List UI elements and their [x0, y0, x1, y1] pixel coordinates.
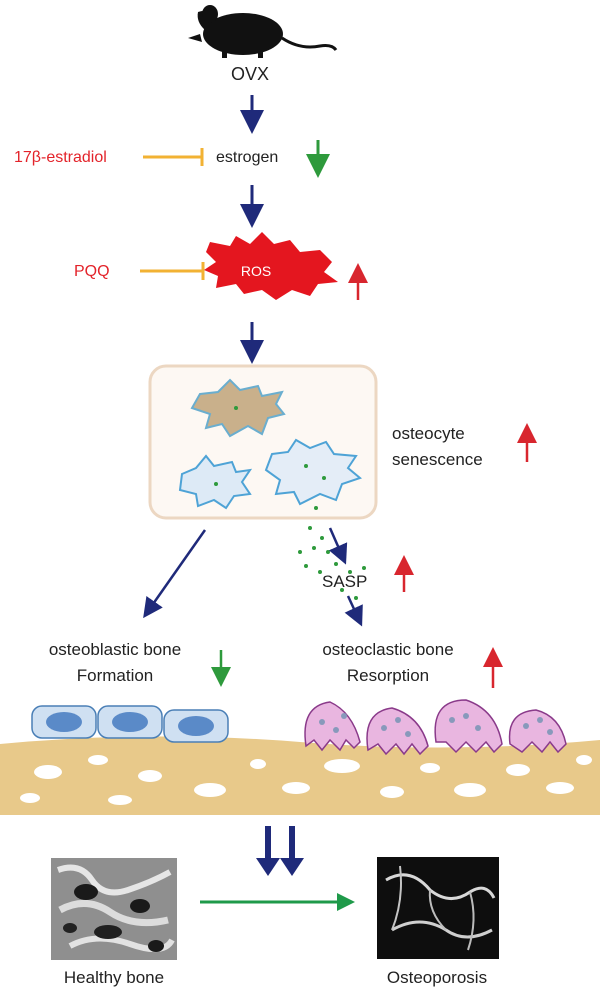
healthy-bone-image	[51, 858, 177, 960]
senescent-cell-icon	[190, 378, 286, 438]
sasp-dots	[298, 506, 366, 600]
bone-layer	[0, 736, 600, 815]
mouse-icon	[188, 5, 338, 58]
estrogen-label: estrogen	[216, 149, 278, 166]
double-down-arrow	[256, 826, 304, 876]
arrow-to-sasp	[328, 527, 348, 565]
pqq-label: PQQ	[74, 263, 110, 280]
osteoporosis-label: Osteoporosis	[387, 968, 487, 987]
osteoblastic-label-line2: Formation	[77, 666, 154, 685]
arrow-to-formation	[143, 529, 207, 619]
osteoporosis-image	[377, 857, 499, 959]
estradiol-label: 17β-estradiol	[14, 149, 107, 166]
osteoblastic-label-line1: osteoblastic bone	[49, 640, 181, 659]
osteocyte-label-line1: osteocyte	[392, 424, 465, 443]
ros-label: ROS	[241, 263, 271, 279]
healthy-bone-label: Healthy bone	[64, 968, 164, 987]
osteocyte-cell-icon	[178, 454, 253, 510]
arrow-to-resorption	[344, 595, 363, 627]
sasp-label: SASP	[322, 572, 367, 591]
osteoclast-nuclei	[319, 713, 553, 737]
osteocyte-cell-icon	[264, 438, 363, 506]
ros-burst-icon	[204, 232, 338, 300]
bone-pores	[20, 755, 592, 805]
osteocyte-label-line2: senescence	[392, 450, 483, 469]
pqq-inhibitor	[140, 262, 205, 280]
estradiol-inhibitor	[143, 148, 204, 166]
osteocyte-box	[148, 364, 378, 520]
osteoblast-cells	[31, 705, 229, 743]
osteoclast-cells	[304, 699, 567, 756]
osteoclastic-label-line1: osteoclastic bone	[322, 640, 453, 659]
ovx-label: OVX	[231, 64, 269, 84]
osteoclastic-label-line2: Resorption	[347, 666, 429, 685]
